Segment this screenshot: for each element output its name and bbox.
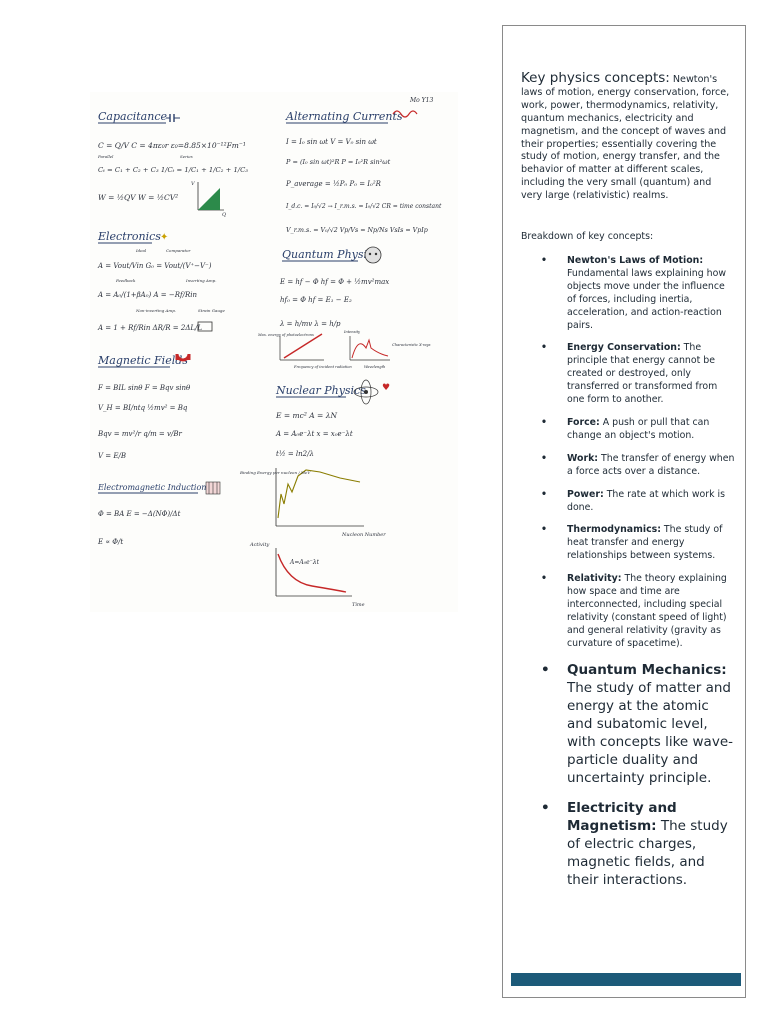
svg-text:Parallel: Parallel xyxy=(97,154,114,159)
induction-title: Electromagnetic Induction xyxy=(97,483,206,492)
list-item: Energy Conservation: The principle that … xyxy=(531,342,735,407)
svg-text:Strain Gauge: Strain Gauge xyxy=(198,308,225,313)
magnetic-line-2: V_H = BI/ntq ½mv² = Bq xyxy=(98,404,188,412)
radioactive-decay-graph: Activity A=A₀e⁻λt Time xyxy=(249,542,365,608)
svg-text:Max. energy of photoelectrons: Max. energy of photoelectrons xyxy=(257,333,314,337)
list-item: Relativity: The theory explaining how sp… xyxy=(531,573,735,650)
nuclear-line-3: t½ = ln2/λ xyxy=(276,450,314,458)
magnetic-line-1: F = BIL sinθ F = Bqv sinθ xyxy=(97,384,191,392)
breakdown-heading: Breakdown of key concepts: xyxy=(521,231,654,242)
ac-line-3: P_average = ½P₀ P₀ = I₀²R xyxy=(285,180,382,188)
ac-line-4: I_d.c. = I₀/√2 → I_r.m.s. = I₀/√2 CR = t… xyxy=(285,203,442,210)
key-concepts-panel: Key physics concepts: Newton's laws of m… xyxy=(502,25,746,998)
magnetic-line-4: V = E/B xyxy=(98,452,126,460)
binding-energy-graph: Binding Energy per nucleon / MeV Nucleon… xyxy=(239,468,386,538)
magnetic-fields-title: Magnetic Fields xyxy=(97,354,188,367)
sheet-tag: Mo Y13 xyxy=(409,97,433,104)
quantum-line-2: hf₀ = Φ hf = E₁ − E₂ xyxy=(280,296,352,304)
svg-text:Activity: Activity xyxy=(249,542,269,548)
capacitor-energy-graph: V Q xyxy=(191,181,226,218)
list-item: Force: A push or pull that can change an… xyxy=(531,417,735,443)
svg-text:Q: Q xyxy=(222,212,226,218)
svg-text:Comparator: Comparator xyxy=(166,248,192,253)
capacitance-title: Capacitance xyxy=(98,110,167,123)
list-item: Newton's Laws of Motion: Fundamental law… xyxy=(531,255,735,332)
svg-text:V: V xyxy=(191,181,196,187)
svg-text:Non-inverting Amp.: Non-inverting Amp. xyxy=(135,308,176,313)
quantum-line-1: E = hf − Φ hf = Φ + ½mv²max xyxy=(279,278,389,286)
panel-title: Key physics concepts: xyxy=(521,70,670,86)
capacitor-icon xyxy=(166,114,180,122)
alternating-currents-title: Alternating Currents xyxy=(285,110,403,123)
magnetic-line-3: Bqv = mv²/r q/m = v/Br xyxy=(97,430,182,438)
list-item: Electricity and Magnetism: The study of … xyxy=(531,799,735,889)
capacitance-line-3: W = ½QV W = ½CV² xyxy=(98,193,178,202)
strain-gauge-icon xyxy=(197,321,213,332)
coil-icon xyxy=(205,481,221,495)
induction-line-2: E ∝ Φ/t xyxy=(97,538,123,546)
electronics-line-1: A = Vout/Vin G₀ = Vout/(V⁺−V⁻) xyxy=(97,262,212,270)
nuclear-physics-title: Nuclear Physics xyxy=(275,384,366,397)
lightbulb-icon: ✦ xyxy=(160,232,168,243)
ac-line-5: V_r.m.s. = V₀/√2 Vp/Vs = Np/Ns VsIs = Vp… xyxy=(286,227,428,234)
svg-text:A=A₀e⁻λt: A=A₀e⁻λt xyxy=(289,559,320,566)
magnet-icon xyxy=(175,353,191,362)
svg-text:Nucleon Number: Nucleon Number xyxy=(341,532,386,538)
ac-wave-icon xyxy=(392,110,418,118)
electronics-line-2: A = A₀/(1+βA₀) A = −Rf/Rin xyxy=(97,291,197,299)
panel-intro-text: Newton's laws of motion, energy conserva… xyxy=(521,74,730,202)
quantum-line-3: λ = h/mv λ = h/p xyxy=(279,320,341,328)
induction-line-1: Φ = BA E = −Δ(NΦ)/Δt xyxy=(98,510,181,518)
physics-formula-sheet-image: Mo Y13 Capacitance C = Q/V C = 4πε₀r ε₀=… xyxy=(90,92,458,612)
electronics-title: Electronics xyxy=(97,230,161,243)
list-item: Quantum Mechanics: The study of matter a… xyxy=(531,661,735,787)
svg-text:Inverting Amp.: Inverting Amp. xyxy=(185,278,217,283)
list-item: Power: The rate at which work is done. xyxy=(531,489,735,515)
list-item: Work: The transfer of energy when a forc… xyxy=(531,453,735,479)
concept-list: Newton's Laws of Motion: Fundamental law… xyxy=(531,255,735,901)
list-item: Thermodynamics: The study of heat transf… xyxy=(531,524,735,563)
svg-text:Intensity: Intensity xyxy=(343,330,361,334)
xray-spectrum-graph: Intensity Wavelength Characteristic X-ra… xyxy=(343,330,431,369)
atom-icon xyxy=(353,379,379,405)
formula-sheet-drawing: Mo Y13 Capacitance C = Q/V C = 4πε₀r ε₀=… xyxy=(97,97,442,608)
capacitance-line-1: C = Q/V C = 4πε₀r ε₀=8.85×10⁻¹²Fm⁻¹ xyxy=(98,141,246,150)
svg-text:Binding Energy per nucleon / M: Binding Energy per nucleon / MeV xyxy=(239,470,311,475)
cat-icon xyxy=(364,246,382,264)
svg-text:Characteristic X-rays: Characteristic X-rays xyxy=(392,343,431,347)
nuclear-line-2: A = A₀e⁻λt x = x₀e⁻λt xyxy=(275,430,353,438)
svg-text:Series: Series xyxy=(180,154,193,159)
ac-line-1: I = I₀ sin ωt V = V₀ sin ωt xyxy=(285,138,377,146)
quantum-physics-title: Quantum Physics xyxy=(282,248,379,261)
electronics-line-3: A = 1 + Rf/Rin ΔR/R = 2ΔL/L xyxy=(97,324,202,332)
svg-text:Feedback: Feedback xyxy=(115,278,136,283)
ac-line-2: P = (I₀ sin ωt)²R P = I₀²R sin²ωt xyxy=(285,158,391,166)
svg-text:Frequency of incident radiatio: Frequency of incident radiation xyxy=(293,365,352,369)
svg-text:Time: Time xyxy=(352,602,365,608)
panel-intro: Key physics concepts: Newton's laws of m… xyxy=(521,70,733,203)
svg-text:Ideal: Ideal xyxy=(135,248,147,253)
capacitance-line-2: Cₜ = C₁ + C₂ + C₃ 1/Cₜ = 1/C₁ + 1/C₂ + 1… xyxy=(98,166,248,174)
svg-text:Wavelength: Wavelength xyxy=(364,365,385,369)
nuclear-line-1: E = mc² A = λN xyxy=(275,411,337,420)
photoelectric-graph: Max. energy of photoelectrons Frequency … xyxy=(257,333,352,369)
footer-accent-bar xyxy=(511,973,741,986)
heart-icon: ♥ xyxy=(382,383,390,393)
